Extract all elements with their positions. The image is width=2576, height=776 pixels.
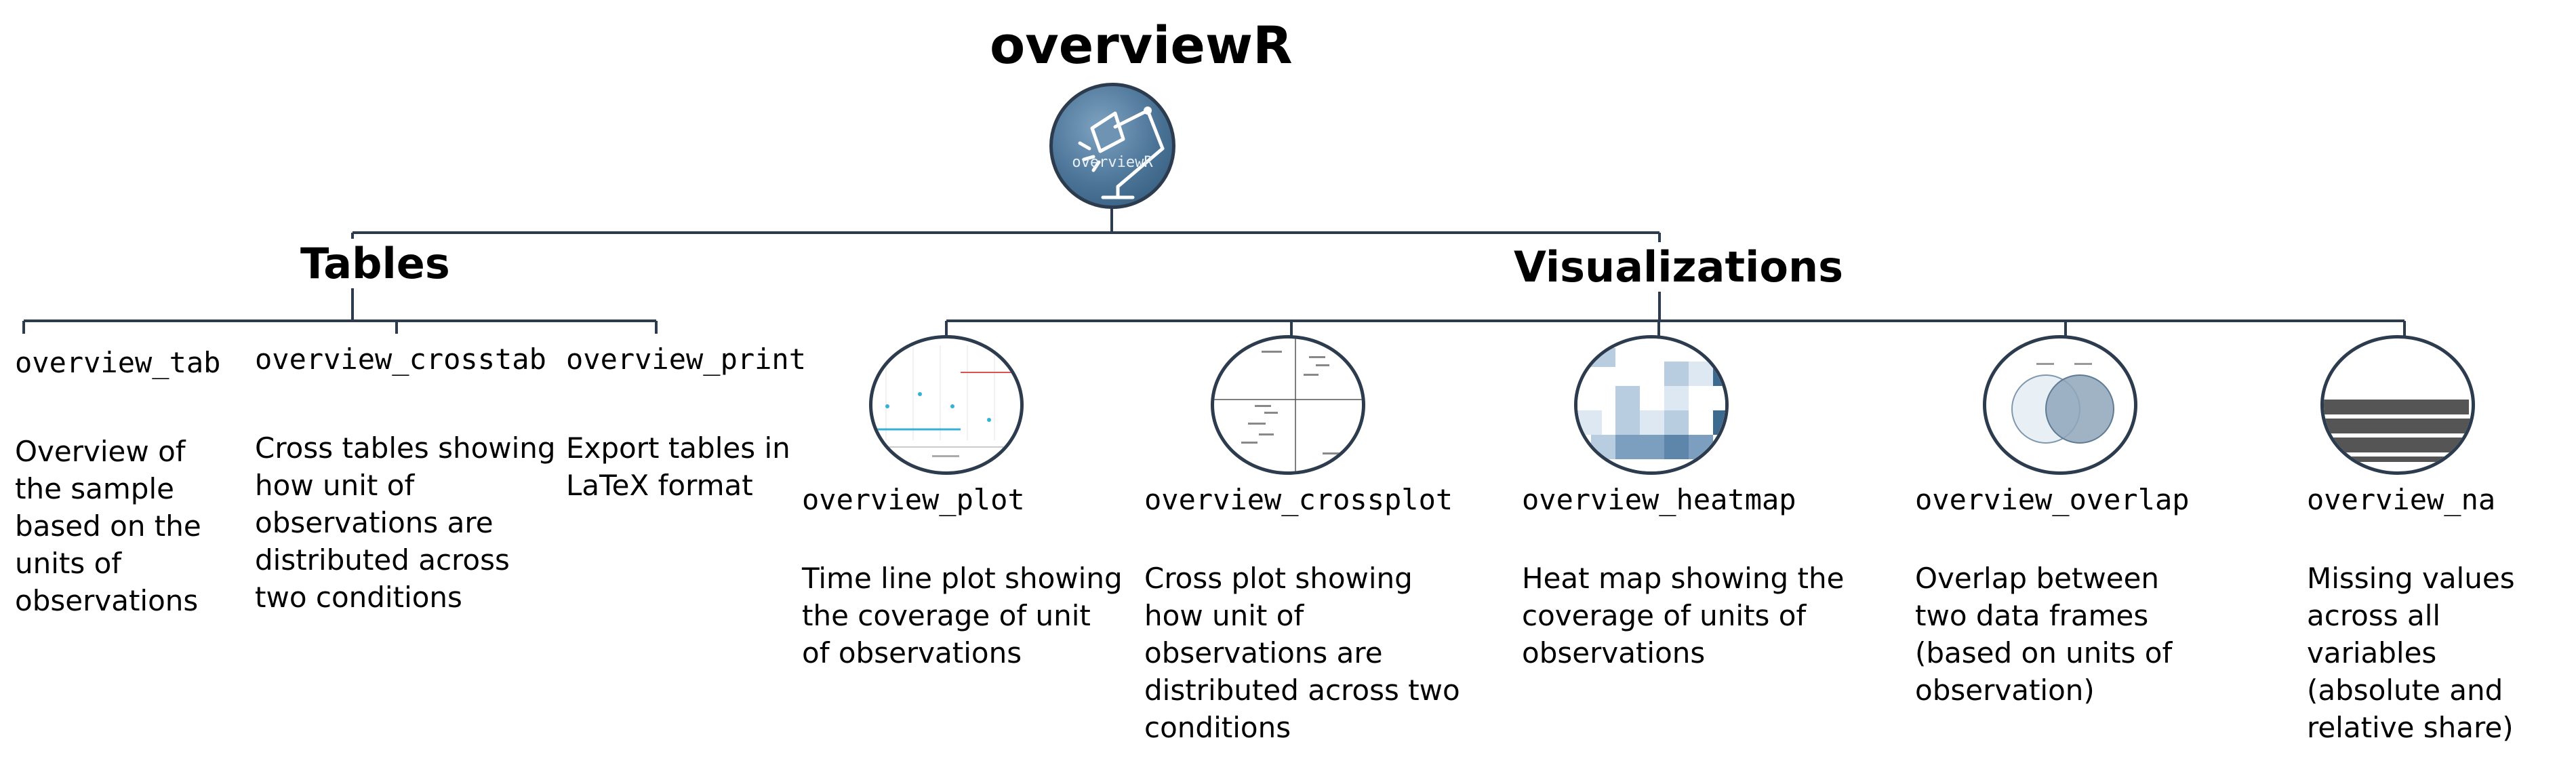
cross-plot-icon <box>1214 338 1362 471</box>
timeline-plot-icon <box>872 345 1020 457</box>
visualizations-heading: Visualizations <box>1514 242 1843 292</box>
function-overview-heatmap: overview_heatmap <box>1522 483 1796 516</box>
thumbnail-overview-overlap <box>1983 335 2137 475</box>
venn-overlap-icon <box>2011 363 2114 444</box>
function-overview-overlap: overview_overlap <box>1915 483 2190 516</box>
description-overview-crosstab: Cross tables showing how unit of observa… <box>255 431 556 614</box>
main-title: overviewR <box>990 15 1293 75</box>
function-overview-crosstab: overview_crosstab <box>255 343 546 376</box>
description-overview-print: Export tables in LaTeX format <box>566 431 790 502</box>
tables-heading: Tables <box>300 239 450 288</box>
description-overview-plot: Time line plot showing the coverage of u… <box>802 562 1123 670</box>
description-overview-crossplot: Cross plot showing how unit of observati… <box>1144 562 1460 744</box>
heatmap-icon <box>1577 338 1725 471</box>
description-overview-na: Missing values across all variables (abs… <box>2307 562 2515 744</box>
description-overview-overlap: Overlap between two data frames (based o… <box>1915 562 2173 707</box>
function-overview-tab: overview_tab <box>15 346 221 379</box>
overviewr-logo: overviewR <box>1049 83 1175 209</box>
missing-bars-icon <box>2324 400 2472 462</box>
thumbnail-overview-na <box>2320 335 2475 475</box>
function-overview-plot: overview_plot <box>802 483 1025 516</box>
description-overview-heatmap: Heat map showing the coverage of units o… <box>1522 562 1845 670</box>
thumbnail-overview-heatmap <box>1574 335 1729 475</box>
description-overview-tab: Overview of the sample based on the unit… <box>15 435 201 617</box>
logo-label: overviewR <box>1072 154 1153 171</box>
thumbnail-overview-crossplot <box>1211 335 1365 475</box>
thumbnail-overview-plot <box>869 335 1024 475</box>
function-overview-print: overview_print <box>566 343 807 376</box>
function-overview-crossplot: overview_crossplot <box>1144 483 1453 516</box>
desk-lamp-icon <box>1078 106 1165 199</box>
function-overview-na: overview_na <box>2307 483 2496 516</box>
